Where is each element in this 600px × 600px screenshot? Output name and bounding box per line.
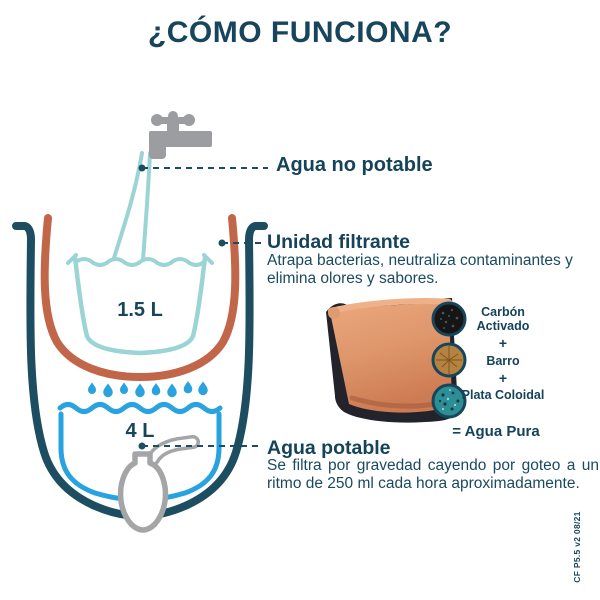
composition-result-label: = Agua Pura bbox=[452, 423, 540, 440]
activated-carbon-texture-icon bbox=[431, 301, 467, 337]
composition-item-carbon: Carbón Activado bbox=[476, 305, 530, 333]
colloidal-silver-texture-icon bbox=[431, 383, 467, 419]
callout-body-unidad-filtrante: Atrapa bacterias, neutraliza contaminant… bbox=[267, 252, 573, 288]
composition-item-barro: Barro bbox=[486, 353, 520, 368]
plus-separator: + bbox=[498, 335, 508, 351]
callout-heading-agua-potable: Agua potable bbox=[267, 437, 391, 459]
faucet-icon bbox=[149, 111, 212, 159]
filter-volume-label: 1.5 L bbox=[117, 299, 163, 321]
clay-texture-icon bbox=[431, 342, 467, 378]
reservoir-volume-label: 4 L bbox=[125, 420, 155, 442]
callout-heading-unidad-filtrante: Unidad filtrante bbox=[267, 231, 411, 253]
clay-pot-illustration bbox=[326, 298, 458, 423]
plus-separator: + bbox=[498, 369, 508, 386]
callout-lines bbox=[138, 164, 268, 450]
composition-item-plata: Plata Coloidal bbox=[461, 388, 545, 403]
filter-unit-outline bbox=[40, 214, 240, 382]
page-title: ¿CÓMO FUNCIONA? bbox=[147, 16, 453, 49]
spigot-tap-icon bbox=[117, 435, 200, 533]
inner-water-vessel bbox=[66, 253, 214, 356]
callout-heading-agua-no-potable: Agua no potable bbox=[276, 154, 433, 176]
water-drip-icons bbox=[88, 381, 208, 398]
callout-body-agua-potable: Se filtra por gravedad cayendo por goteo… bbox=[267, 457, 599, 493]
version-code: CF P5.5 v2 08/21 bbox=[572, 511, 582, 583]
filter-composition-list: Carbón Activado + Barro + Plata Coloidal bbox=[455, 305, 551, 402]
